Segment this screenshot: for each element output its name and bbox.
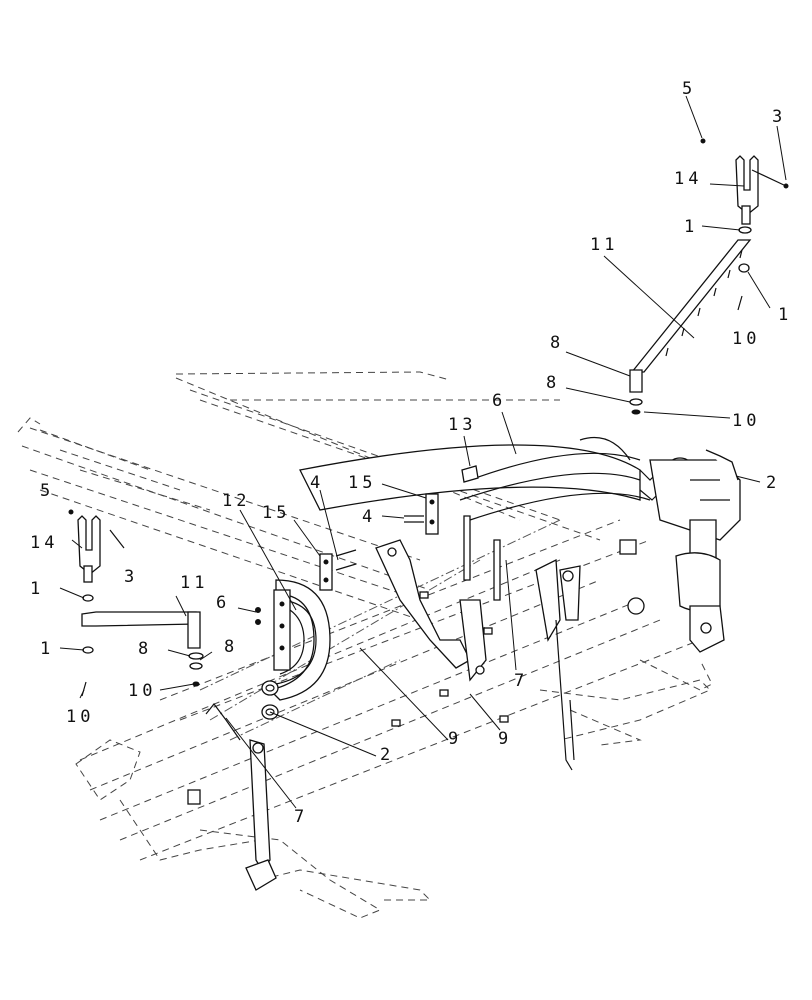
callout-1: 1 bbox=[40, 639, 54, 659]
callout-10: 10 bbox=[128, 681, 156, 701]
callout-6: 6 bbox=[492, 391, 506, 411]
phantom-frame bbox=[17, 371, 713, 919]
callout-5: 5 bbox=[40, 481, 54, 501]
callout-15: 15 bbox=[348, 473, 376, 493]
callout-10: 10 bbox=[732, 329, 760, 349]
callout-7: 7 bbox=[294, 807, 308, 827]
callout-3: 3 bbox=[772, 107, 786, 127]
callout-2: 2 bbox=[380, 745, 394, 765]
callout-9: 9 bbox=[498, 729, 512, 749]
hose-bundle-upper bbox=[299, 436, 741, 555]
callout-8: 8 bbox=[138, 639, 152, 659]
callout-8: 8 bbox=[224, 637, 238, 657]
callout-15: 15 bbox=[262, 503, 290, 523]
callout-1: 1 bbox=[778, 305, 792, 325]
callout-11: 11 bbox=[590, 235, 618, 255]
callout-10: 10 bbox=[66, 707, 94, 727]
callout-8: 8 bbox=[550, 333, 564, 353]
callout-11: 11 bbox=[180, 573, 208, 593]
callouts: 5 3 14 1 11 1 10 8 8 10 6 13 2 15 4 4 5 … bbox=[30, 79, 792, 827]
callout-10: 10 bbox=[732, 411, 760, 431]
callout-12: 12 bbox=[222, 491, 250, 511]
callout-2: 2 bbox=[766, 473, 780, 493]
callout-9: 9 bbox=[448, 729, 462, 749]
callout-1: 1 bbox=[30, 579, 44, 599]
callout-5: 5 bbox=[682, 79, 696, 99]
callout-13: 13 bbox=[448, 415, 476, 435]
upper-rod-assembly bbox=[629, 138, 789, 415]
callout-4: 4 bbox=[310, 473, 324, 493]
callout-1: 1 bbox=[684, 217, 698, 237]
hose-bundle-left bbox=[187, 549, 357, 891]
callout-4: 4 bbox=[362, 507, 376, 527]
hydraulic-cylinder bbox=[627, 519, 725, 653]
leader-lines bbox=[59, 95, 787, 809]
callout-8: 8 bbox=[546, 373, 560, 393]
callout-14: 14 bbox=[30, 533, 58, 553]
callout-7: 7 bbox=[514, 671, 528, 691]
callout-14: 14 bbox=[674, 169, 702, 189]
mid-brackets bbox=[375, 465, 581, 771]
callout-3: 3 bbox=[124, 567, 138, 587]
callout-6: 6 bbox=[216, 593, 230, 613]
left-rod-assembly bbox=[68, 509, 204, 697]
